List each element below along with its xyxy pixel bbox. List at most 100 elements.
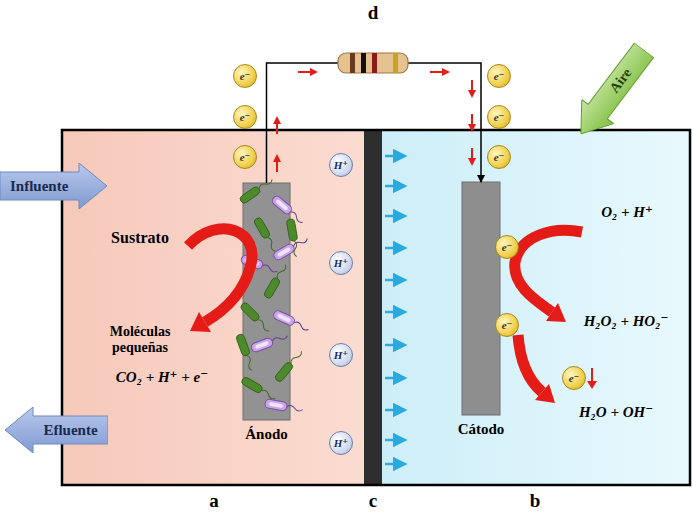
rod [239, 301, 260, 322]
arrow-body [5, 407, 108, 453]
electron-circle: e⁻ [233, 145, 257, 169]
proton-symbol: H⁺ [334, 258, 348, 269]
flagellum [292, 240, 299, 256]
flagellum [276, 264, 287, 280]
flagellum [262, 264, 278, 273]
bacterium [286, 218, 300, 257]
bacterium [274, 349, 305, 383]
flagellum [293, 321, 309, 331]
proton-flow-arrows [385, 156, 400, 464]
electron-circle: e⁻ [233, 64, 257, 88]
rod [264, 399, 287, 412]
cathode-chamber [382, 130, 690, 485]
flagellum [245, 355, 254, 371]
rod-core [255, 341, 270, 350]
flow-arrow: Efluente [5, 407, 108, 453]
reaction-label: H₂O₂ + HO₂⁻ [584, 313, 669, 330]
flow-label: Efluente [43, 423, 97, 438]
part-letter: c [369, 490, 377, 512]
proton-arrow [385, 215, 400, 218]
cathode-electrode [462, 182, 500, 415]
electrode-area [462, 182, 500, 415]
reaction-label: O₂ + H⁺ [601, 204, 653, 221]
flagellum [290, 350, 303, 365]
rod [274, 361, 294, 383]
rod-core [269, 402, 283, 408]
part-letter: a [209, 490, 219, 512]
cell-outline [62, 130, 690, 485]
part-letter: d [368, 2, 379, 24]
electron-symbol: e⁻ [494, 112, 505, 123]
proton-arrow [385, 155, 400, 158]
electron-arrow [587, 381, 597, 389]
electron-symbol: e⁻ [494, 152, 505, 163]
bacteria [235, 176, 310, 414]
electron-circle: e⁻ [495, 313, 519, 337]
rod [272, 243, 296, 262]
arrow-body [564, 38, 659, 146]
bacterium [239, 176, 275, 204]
electron-symbol: e⁻ [502, 320, 513, 331]
proton-symbol: H⁺ [334, 160, 348, 171]
proton-symbol: H⁺ [334, 438, 348, 449]
electron-symbol: e⁻ [494, 71, 505, 82]
rod-core [277, 313, 291, 323]
bacterium [253, 216, 279, 253]
rod [271, 194, 294, 215]
flow-arrow: Influente [0, 163, 107, 209]
rod-core [277, 247, 291, 257]
substrate-arrow [188, 229, 252, 322]
flagellum [258, 178, 273, 190]
electron-arrow [591, 368, 593, 382]
flagellum [286, 405, 302, 412]
proton-circle: H⁺ [329, 343, 353, 367]
resistor-symbol [338, 53, 408, 73]
reaction-arrows [188, 229, 582, 392]
proton-circle: H⁺ [329, 251, 353, 275]
electron-symbol: e⁻ [240, 152, 251, 163]
electron-symbol: e⁻ [502, 242, 513, 253]
part-letter: b [530, 490, 541, 512]
proton-circle: H⁺ [329, 153, 353, 177]
proton-circle: H⁺ [329, 431, 353, 455]
electron-symbol: e⁻ [240, 71, 251, 82]
proton-arrow [385, 344, 400, 347]
electrode: Ánodo [243, 183, 290, 443]
flagellum [266, 237, 277, 253]
proton-arrow [385, 247, 400, 250]
electron-circle: e⁻ [495, 235, 519, 259]
rod [240, 376, 263, 394]
reduction-arrow [518, 335, 542, 392]
rod [253, 216, 271, 239]
reaction-label: CO₂ + H⁺ + e⁻ [116, 369, 208, 386]
proton-arrow [385, 279, 400, 282]
proton-arrow [385, 439, 400, 442]
flagellum [272, 334, 288, 343]
reaction-label: Sustrato [111, 229, 169, 247]
electron-circle: e⁻ [487, 64, 511, 88]
reduction-arrow [515, 230, 582, 312]
rod-core [275, 199, 288, 211]
proton-arrow [385, 185, 400, 188]
proton-arrow [385, 377, 400, 380]
proton-symbol: H⁺ [334, 350, 348, 361]
membrane [364, 130, 382, 485]
electron-circle: e⁻ [487, 145, 511, 169]
proton-arrow [385, 463, 400, 466]
rod [250, 337, 274, 353]
bacterium [239, 301, 272, 334]
flagellum [261, 389, 277, 400]
electrode-area [243, 183, 290, 420]
flagellum [256, 318, 270, 332]
arrow-body [0, 163, 107, 209]
bacterium [263, 263, 289, 300]
reaction-label: Moléculas pequeñas [90, 324, 190, 356]
bacterium [235, 333, 256, 371]
electron-symbol: e⁻ [569, 373, 580, 384]
electron-circle: e⁻ [562, 366, 586, 390]
electron-circle: e⁻ [487, 105, 511, 129]
electrode: Cátodo [462, 182, 500, 438]
bacterium [272, 309, 310, 333]
rod [235, 333, 250, 356]
